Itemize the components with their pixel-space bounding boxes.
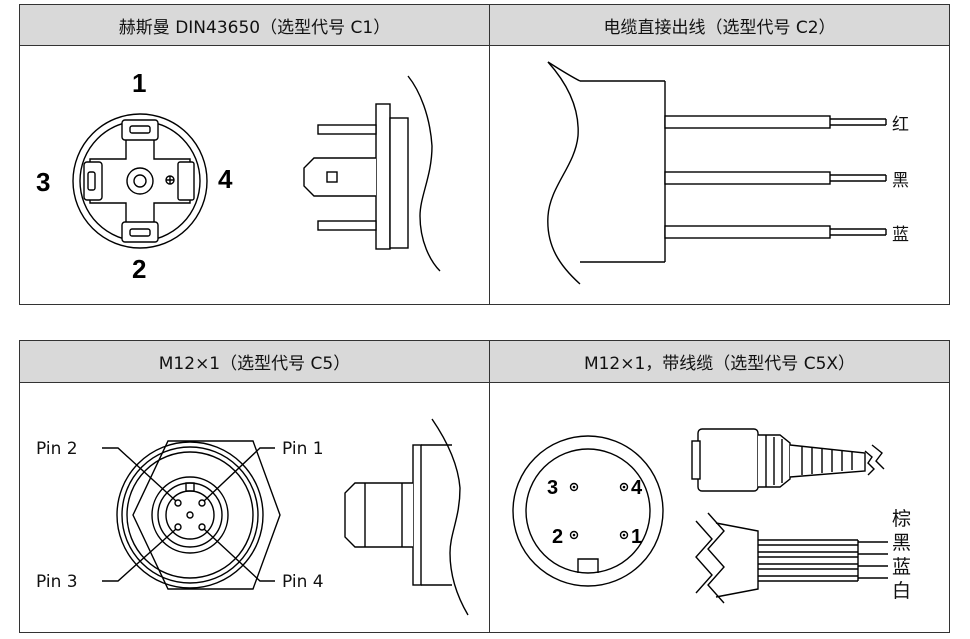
m12x-wire-brown-label: 棕	[892, 508, 911, 530]
m12x-pin-4-label: 4	[631, 477, 643, 499]
m12-pin-2-label: Pin 2	[36, 439, 78, 459]
m12-pin-3-label: Pin 3	[36, 572, 78, 592]
cell-c5-m12: Pin 2 Pin 1 Pin 3 Pin 4	[20, 383, 490, 632]
header-c2-title: 电缆直接出线（选型代号 C2）	[603, 17, 836, 38]
pin-4-ground-icon	[177, 161, 195, 201]
m12-face-view	[116, 440, 281, 590]
cable-drawing: 红 黑 蓝	[547, 61, 909, 285]
header-c5-title: M12×1（选型代号 C5）	[158, 354, 351, 374]
m12-pin-3-icon	[174, 523, 182, 531]
m12x-pin-2-icon	[569, 530, 579, 540]
wire-label-red: 红	[892, 115, 909, 135]
pin-2-slot-icon	[121, 221, 159, 243]
wire-label-black: 黑	[892, 171, 909, 191]
m12-cable-drawing: 3 4 2 1	[512, 428, 911, 604]
m12-pin-1-label: Pin 1	[282, 439, 324, 459]
connector-table-top: 赫斯曼 DIN43650（选型代号 C1） 电缆直接出线（选型代号 C2）	[19, 4, 950, 305]
din43650-side-view	[303, 75, 441, 272]
connector-table-bottom: M12×1（选型代号 C5） M12×1，带线缆（选型代号 C5X）	[19, 340, 950, 633]
header-c1: 赫斯曼 DIN43650（选型代号 C1）	[20, 5, 490, 46]
pin-3-slot-icon	[83, 161, 103, 201]
m12x-pin-3-label: 3	[547, 477, 558, 499]
pin-1-slot-icon	[121, 119, 159, 141]
din-pin-3-label: 3	[36, 167, 50, 197]
m12x-pin-4-icon	[619, 482, 629, 492]
m12x-wire-black-label: 黑	[892, 532, 911, 554]
din-pin-1-label: 1	[132, 68, 146, 98]
m12x-wire-blue-label: 蓝	[892, 556, 911, 578]
m12-pin-4-icon	[198, 523, 206, 531]
cell-c2-cable: 红 黑 蓝	[490, 46, 949, 304]
m12-pin-1-icon	[198, 499, 206, 507]
din43650-face-view	[72, 113, 208, 249]
cell-c1-din43650: 1 2 3 4	[20, 46, 490, 304]
cell-c5x-m12-cable: 3 4 2 1	[490, 383, 949, 632]
header-c5x: M12×1，带线缆（选型代号 C5X）	[490, 341, 949, 383]
m12x-pin-1-label: 1	[631, 526, 642, 548]
header-c5: M12×1（选型代号 C5）	[20, 341, 490, 383]
din43650-drawing: 1 2 3 4	[36, 68, 441, 284]
din-pin-2-label: 2	[132, 254, 146, 284]
din-pin-4-label: 4	[218, 164, 233, 194]
m12-cable-wires-side	[695, 512, 888, 604]
cable-body	[547, 61, 666, 285]
m12-cable-face-view	[512, 435, 664, 587]
header-c5x-title: M12×1，带线缆（选型代号 C5X）	[583, 354, 856, 374]
m12x-pin-1-icon	[619, 530, 629, 540]
cable-wire-red	[664, 115, 887, 129]
m12x-wire-white-label: 白	[892, 580, 911, 602]
cable-wire-blue	[664, 225, 887, 239]
m12-side-view	[344, 418, 469, 616]
wire-label-blue: 蓝	[892, 225, 909, 245]
m12-pin-2-icon	[174, 499, 182, 507]
header-c2: 电缆直接出线（选型代号 C2）	[490, 5, 949, 46]
m12-pin-4-label: Pin 4	[282, 572, 324, 592]
m12-drawing: Pin 2 Pin 1 Pin 3 Pin 4	[36, 418, 469, 616]
m12-cable-plug-side	[691, 428, 885, 492]
m12x-pin-2-label: 2	[552, 526, 563, 548]
header-c1-title: 赫斯曼 DIN43650（选型代号 C1）	[118, 17, 391, 38]
cable-wire-black	[664, 171, 887, 185]
m12x-pin-3-icon	[569, 482, 579, 492]
